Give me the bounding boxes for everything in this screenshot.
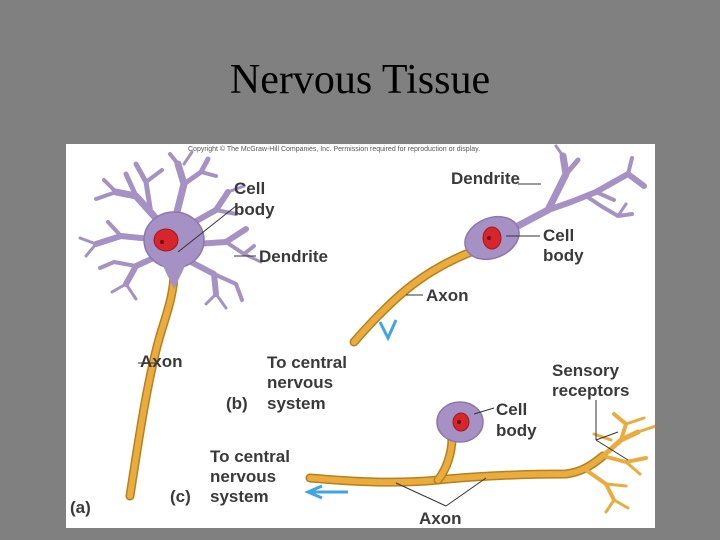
- label-a-axon: Axon: [140, 352, 183, 371]
- neuron-types-figure: Copyright © The McGraw-Hill Companies, I…: [66, 144, 655, 528]
- label-b-cns-line3: system: [267, 394, 326, 413]
- leader-c-cell-body: [473, 407, 495, 415]
- neuron-a-axon: [127, 269, 177, 499]
- panel-b-label: (b): [226, 394, 248, 413]
- label-c-cell-body-line1: Cell: [496, 400, 527, 419]
- multipolar-neuron: [78, 150, 263, 501]
- panel-c-label: (c): [170, 487, 191, 506]
- neuron-b-axon: [351, 247, 479, 345]
- neuron-b-nucleus: [482, 226, 502, 250]
- bipolar-neuron: [349, 144, 647, 347]
- label-b-cell-body-line1: Cell: [543, 226, 574, 245]
- label-b-dendrite: Dendrite: [451, 169, 520, 188]
- leader-c-receptors-branch-1: [595, 431, 619, 441]
- label-a-dendrite: Dendrite: [259, 247, 328, 266]
- panel-a-labels: Cell body Dendrite Axon (a): [70, 179, 328, 517]
- label-c-cns-line3: system: [210, 487, 269, 506]
- unipolar-neuron: [304, 401, 655, 514]
- leader-c-axon-right: [445, 477, 487, 507]
- label-c-cns-line2: nervous: [210, 467, 276, 486]
- neuron-a-nucleolus: [160, 240, 164, 244]
- panel-a-label: (a): [70, 498, 91, 517]
- leader-c-receptors-branch-2: [595, 439, 629, 461]
- slide-title: Nervous Tissue: [229, 57, 491, 103]
- neuron-a-dendrites: [78, 150, 263, 310]
- label-c-receptors-line2: receptors: [552, 381, 629, 400]
- leader-a-cell-body: [177, 205, 237, 253]
- label-b-cns-line2: nervous: [267, 373, 333, 392]
- label-b-axon: Axon: [426, 286, 469, 305]
- neuron-c-axon: [305, 433, 608, 487]
- label-c-cns-line1: To central: [210, 447, 290, 466]
- neuron-c-nucleolus: [457, 420, 461, 424]
- label-c-cell-body-line2: body: [496, 421, 537, 440]
- neuron-diagram: Copyright © The McGraw-Hill Companies, I…: [70, 144, 655, 528]
- copyright-notice: Copyright © The McGraw-Hill Companies, I…: [188, 145, 480, 153]
- neuron-b-dendrites: [510, 144, 647, 232]
- label-b-cell-body-line2: body: [543, 246, 584, 265]
- label-b-cns-line1: To central: [267, 353, 347, 372]
- neuron-a-nucleus: [153, 228, 179, 252]
- neuron-b-nucleolus: [487, 236, 491, 240]
- leader-c-axon-left: [395, 482, 447, 507]
- label-a-cell-body-line1: Cell: [234, 179, 265, 198]
- neuron-c-direction-arrow-head: [304, 484, 323, 500]
- panel-b-labels: Dendrite Cell body Axon To central nervo…: [226, 169, 584, 413]
- sensory-receptor-branches: [584, 412, 655, 514]
- neuron-a-axon-hillock: [162, 264, 186, 289]
- label-a-cell-body-line2: body: [234, 200, 275, 219]
- label-c-axon: Axon: [419, 509, 462, 528]
- panel-c-labels: Cell body Sensory receptors To central n…: [170, 361, 629, 528]
- neuron-b-direction-arrow: [378, 319, 398, 342]
- label-c-receptors-line1: Sensory: [552, 361, 620, 380]
